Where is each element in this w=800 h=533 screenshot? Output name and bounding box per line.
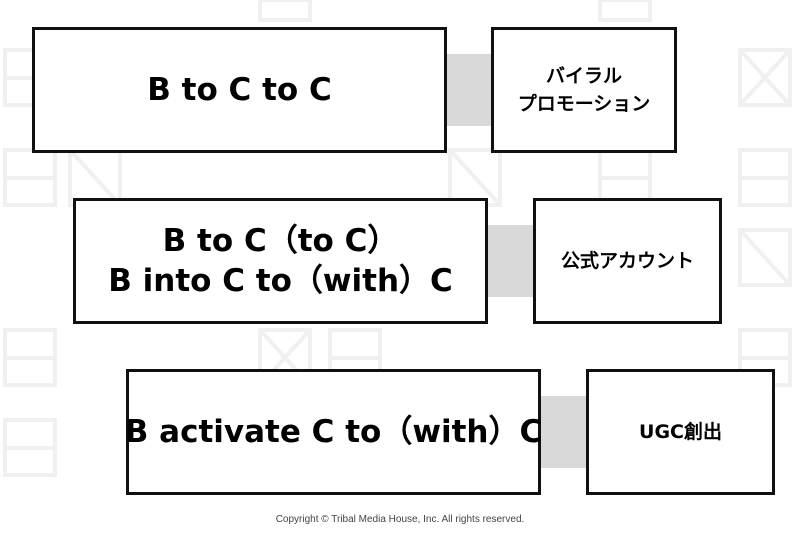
- side-box-row-1: バイラル プロモーション: [491, 27, 677, 153]
- main-line: B activate C to（with）C: [124, 414, 543, 450]
- main-label-row-1: B to C to C: [147, 70, 332, 110]
- main-line: B to C to C: [147, 72, 332, 108]
- copyright-footer: Copyright © Tribal Media House, Inc. All…: [275, 514, 525, 525]
- side-line: プロモーション: [517, 93, 651, 115]
- main-line: B to C（to C）: [162, 223, 399, 259]
- side-box-row-3: UGC創出: [586, 369, 775, 495]
- connector-row-3: [539, 396, 589, 468]
- main-box-row-2: B to C（to C） B into C to（with）C: [73, 198, 488, 324]
- main-label-row-2: B to C（to C） B into C to（with）C: [108, 221, 453, 301]
- side-box-row-2: 公式アカウント: [533, 198, 722, 324]
- connector-row-1: [445, 54, 493, 126]
- connector-row-2: [486, 225, 536, 297]
- side-line: 公式アカウント: [560, 250, 694, 272]
- side-label-row-1: バイラル プロモーション: [518, 62, 651, 118]
- main-line: B into C to（with）C: [108, 263, 453, 299]
- side-line: UGC創出: [639, 421, 722, 443]
- main-box-row-1: B to C to C: [32, 27, 447, 153]
- main-box-row-3: B activate C to（with）C: [125, 369, 543, 495]
- side-line: バイラル: [545, 65, 622, 87]
- side-label-row-2: 公式アカウント: [561, 247, 694, 275]
- side-label-row-3: UGC創出: [639, 418, 722, 446]
- main-label-row-3: B activate C to（with）C: [125, 412, 543, 452]
